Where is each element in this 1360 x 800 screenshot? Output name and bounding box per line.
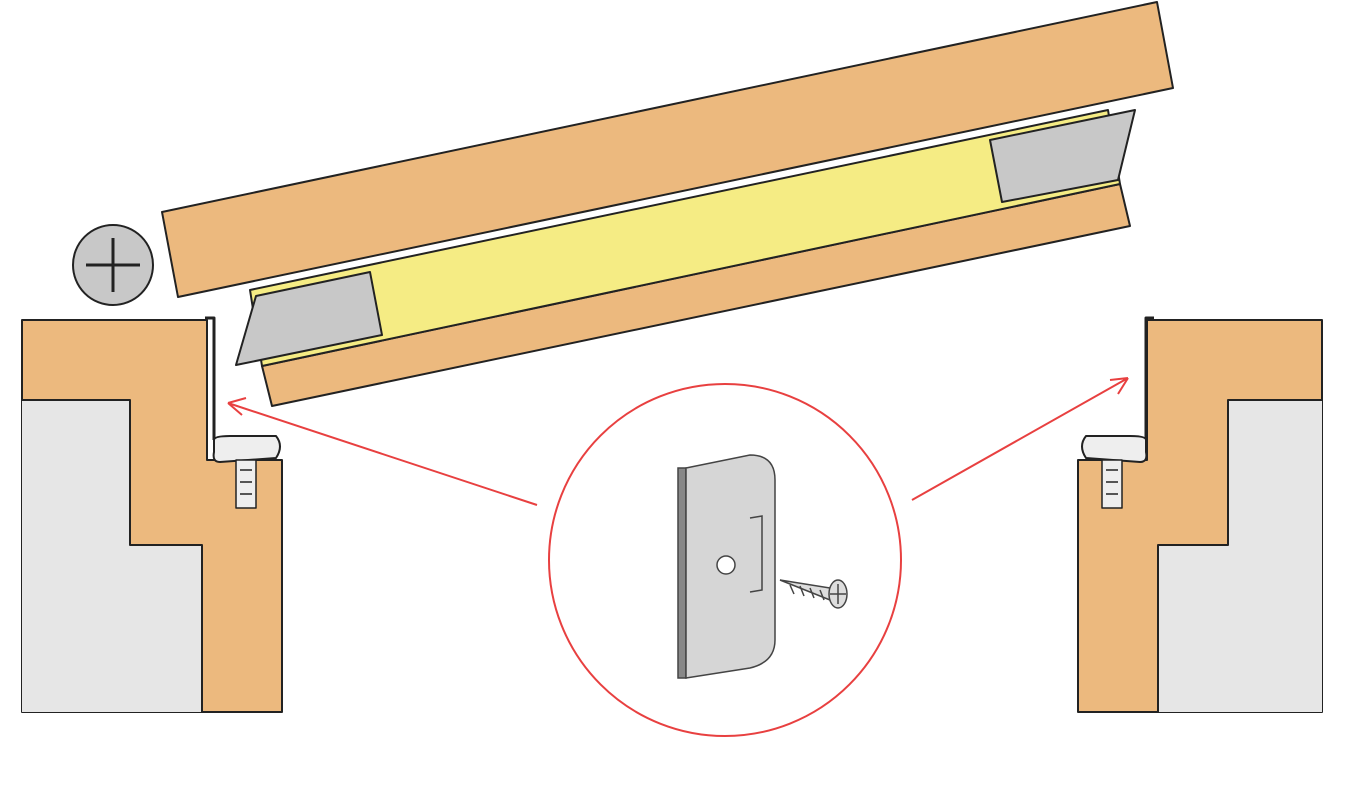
right-seal-strip	[1144, 316, 1154, 440]
left-clip	[212, 435, 281, 509]
detail-callout	[227, 377, 1129, 737]
sash-upper-board	[161, 1, 1174, 298]
right-clip	[1081, 435, 1148, 509]
right-glazing-block	[989, 109, 1136, 203]
plus-circle-icon	[72, 224, 154, 306]
right-frame	[1077, 316, 1323, 713]
callout-circle	[548, 383, 902, 737]
left-glazing-block	[235, 271, 383, 366]
left-seal-strip	[205, 316, 216, 440]
left-frame	[21, 316, 283, 713]
callout-arrow-left	[227, 397, 538, 506]
callout-arrow-right	[911, 377, 1129, 501]
left-wall	[22, 400, 202, 712]
tilted-sash	[161, 1, 1174, 407]
clip-icon	[677, 454, 776, 679]
screw-icon	[779, 579, 848, 609]
right-wall	[1158, 400, 1322, 712]
